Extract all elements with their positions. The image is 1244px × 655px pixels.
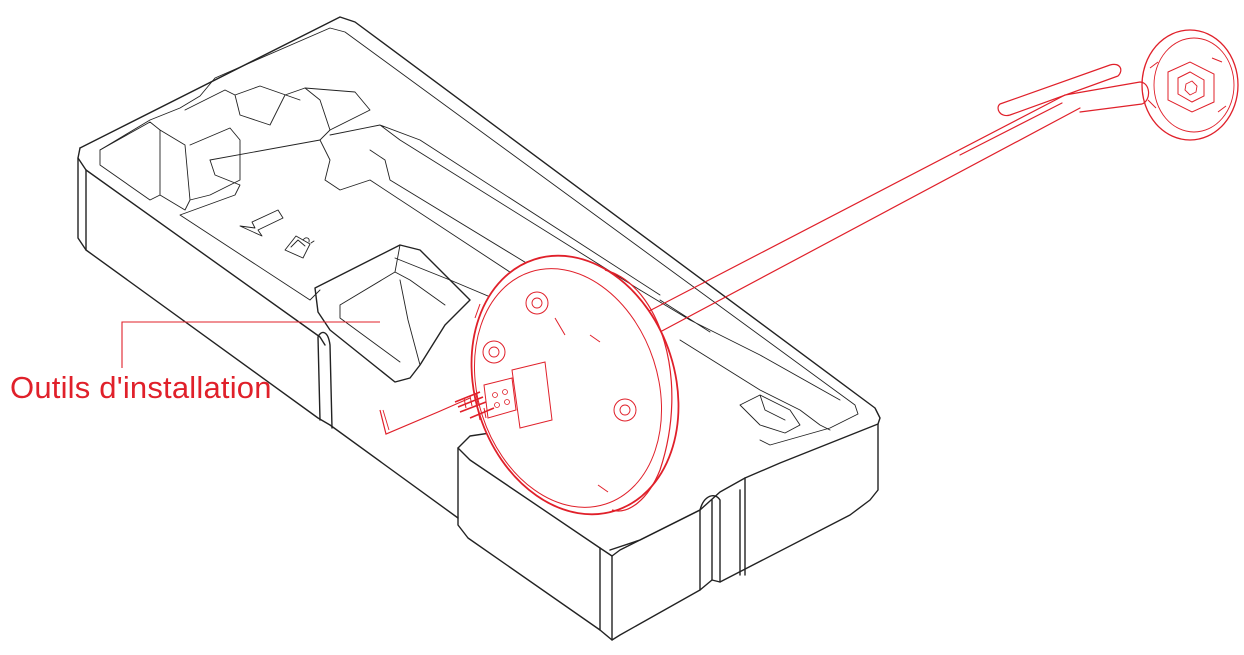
tray-pocket-top-inner [234,85,371,131]
tray-center-platform-2 [179,159,321,301]
left-down-arrow-icon [239,209,284,237]
monitor-stand [379,29,1239,516]
tray-left-face [77,157,459,519]
foam-tray [77,16,881,641]
tray-center-pocket-inner [339,244,446,366]
tray-front-notch [317,331,333,429]
tray-center-pocket [314,244,471,383]
tray-pocket-top-left-2 [184,87,331,141]
installation-tools-label: Outils d'installation [10,370,272,405]
installation-tools [379,391,495,435]
callout-leader-line [121,321,380,368]
tray-right-channel [329,124,661,321]
recycle-icon [284,235,315,259]
tray-right-block-edge [599,547,613,641]
tray-pocket-top-left [99,121,241,211]
tray-right-channel-2 [639,289,841,431]
tray-right-pocket [739,394,801,434]
stand-hinge [997,63,1150,117]
stand-base-disc [470,254,680,516]
tray-outer-rim [79,16,881,551]
vesa-mount-plate [1141,29,1239,141]
tray-inner-rim [99,27,859,446]
stand-pole [627,94,1081,341]
tray-right-notch [699,477,746,591]
